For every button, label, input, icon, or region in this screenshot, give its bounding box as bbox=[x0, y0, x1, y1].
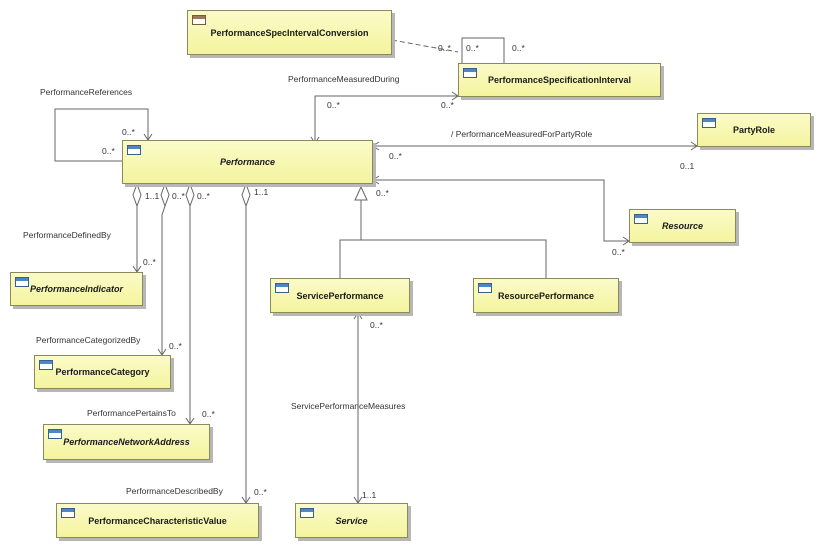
multiplicity-label: 1..1 bbox=[145, 191, 160, 201]
multiplicity-label: 0..* bbox=[197, 191, 210, 201]
association-label-categorized-by: PerformanceCategorizedBy bbox=[36, 335, 141, 345]
class-performance-network-address[interactable]: PerformanceNetworkAddress bbox=[43, 424, 210, 460]
class-icon bbox=[61, 508, 75, 518]
categorized-by-line bbox=[161, 205, 166, 355]
described-by-diamond bbox=[241, 182, 251, 208]
generalization-service-branch bbox=[339, 239, 361, 278]
class-name: Performance bbox=[219, 157, 276, 167]
multiplicity-label: 0..1 bbox=[680, 161, 695, 171]
class-performance-specification-interval[interactable]: PerformanceSpecificationInterval bbox=[458, 63, 661, 97]
generalization-triangle bbox=[354, 185, 368, 201]
class-performance[interactable]: Performance bbox=[122, 140, 373, 184]
class-name: ResourcePerformance bbox=[497, 290, 595, 301]
class-icon bbox=[192, 15, 206, 25]
references-self-loop bbox=[54, 108, 149, 162]
class-icon bbox=[634, 214, 648, 224]
multiplicity-label: 0..* bbox=[612, 247, 625, 257]
class-performance-spec-interval-conversion[interactable]: PerformanceSpecIntervalConversion bbox=[187, 10, 392, 55]
party-role-arrowhead-left bbox=[372, 141, 380, 151]
multiplicity-label: 0..* bbox=[512, 43, 525, 53]
pertains-to-diamond bbox=[185, 182, 195, 208]
class-name: PerformanceSpecificationInterval bbox=[487, 75, 632, 85]
multiplicity-label: 0..* bbox=[438, 43, 451, 53]
spec-interval-self-association bbox=[461, 37, 505, 63]
multiplicity-label: 0..* bbox=[202, 409, 215, 419]
multiplicity-label: 1..1 bbox=[254, 187, 269, 197]
association-label-described-by: PerformanceDescribedBy bbox=[126, 486, 223, 496]
multiplicity-label: 0..* bbox=[370, 320, 383, 330]
class-icon bbox=[702, 118, 716, 128]
class-name: PerformanceIndicator bbox=[29, 284, 124, 294]
association-label-measured-for-party-role: / PerformanceMeasuredForPartyRole bbox=[451, 129, 593, 139]
multiplicity-label: 0..* bbox=[122, 127, 135, 137]
categorized-by-diamond bbox=[160, 182, 170, 208]
class-name: PerformanceCharacteristicValue bbox=[88, 515, 227, 526]
class-icon bbox=[127, 145, 141, 155]
multiplicity-label: 1..1 bbox=[362, 490, 377, 500]
multiplicity-label: 0..* bbox=[389, 151, 402, 161]
association-label-defined-by: PerformanceDefinedBy bbox=[23, 230, 111, 240]
class-name: ServicePerformance bbox=[296, 290, 384, 301]
class-resource[interactable]: Resource bbox=[629, 209, 736, 243]
association-label-measured-during: PerformanceMeasuredDuring bbox=[288, 74, 400, 84]
association-label-pertains-to: PerformancePertainsTo bbox=[87, 408, 176, 418]
multiplicity-label: 0..* bbox=[169, 341, 182, 351]
class-icon bbox=[39, 360, 53, 370]
class-icon bbox=[478, 283, 492, 293]
defined-by-diamond bbox=[132, 182, 142, 208]
generalization-resource-branch bbox=[361, 239, 547, 278]
class-icon bbox=[300, 508, 314, 518]
class-service-performance[interactable]: ServicePerformance bbox=[270, 278, 410, 313]
multiplicity-label: 0..* bbox=[327, 100, 340, 110]
class-icon bbox=[275, 283, 289, 293]
resource-line bbox=[373, 179, 629, 242]
conversion-dependency-line bbox=[391, 39, 459, 53]
resource-arrowhead-left bbox=[372, 175, 380, 185]
class-icon bbox=[48, 429, 62, 439]
class-resource-performance[interactable]: ResourcePerformance bbox=[473, 278, 619, 313]
multiplicity-label: 0..* bbox=[254, 487, 267, 497]
association-label-service-performance-measures: ServicePerformanceMeasures bbox=[291, 401, 406, 411]
class-performance-characteristic-value[interactable]: PerformanceCharacteristicValue bbox=[56, 503, 259, 538]
class-name: PerformanceSpecIntervalConversion bbox=[210, 27, 369, 38]
class-name: PerformanceCategory bbox=[55, 367, 150, 377]
class-performance-indicator[interactable]: PerformanceIndicator bbox=[10, 272, 143, 306]
class-icon bbox=[463, 68, 477, 78]
multiplicity-label: 0..* bbox=[143, 257, 156, 267]
service-performance-measures-arrowhead-top bbox=[353, 312, 363, 320]
multiplicity-label: 0..* bbox=[172, 191, 185, 201]
measured-during-line bbox=[314, 95, 458, 143]
multiplicity-label: 0..* bbox=[441, 100, 454, 110]
class-performance-category[interactable]: PerformanceCategory bbox=[34, 355, 171, 389]
association-label-references: PerformanceReferences bbox=[40, 87, 133, 97]
multiplicity-label: 0..* bbox=[466, 43, 479, 53]
multiplicity-label: 0..* bbox=[102, 146, 115, 156]
class-name: Service bbox=[335, 515, 368, 526]
multiplicity-label: 0..* bbox=[376, 188, 389, 198]
class-name: PartyRole bbox=[732, 125, 776, 135]
class-party-role[interactable]: PartyRole bbox=[697, 113, 811, 147]
class-service[interactable]: Service bbox=[295, 503, 408, 538]
class-name: PerformanceNetworkAddress bbox=[63, 437, 190, 447]
class-icon bbox=[15, 277, 29, 287]
class-name: Resource bbox=[661, 221, 704, 231]
